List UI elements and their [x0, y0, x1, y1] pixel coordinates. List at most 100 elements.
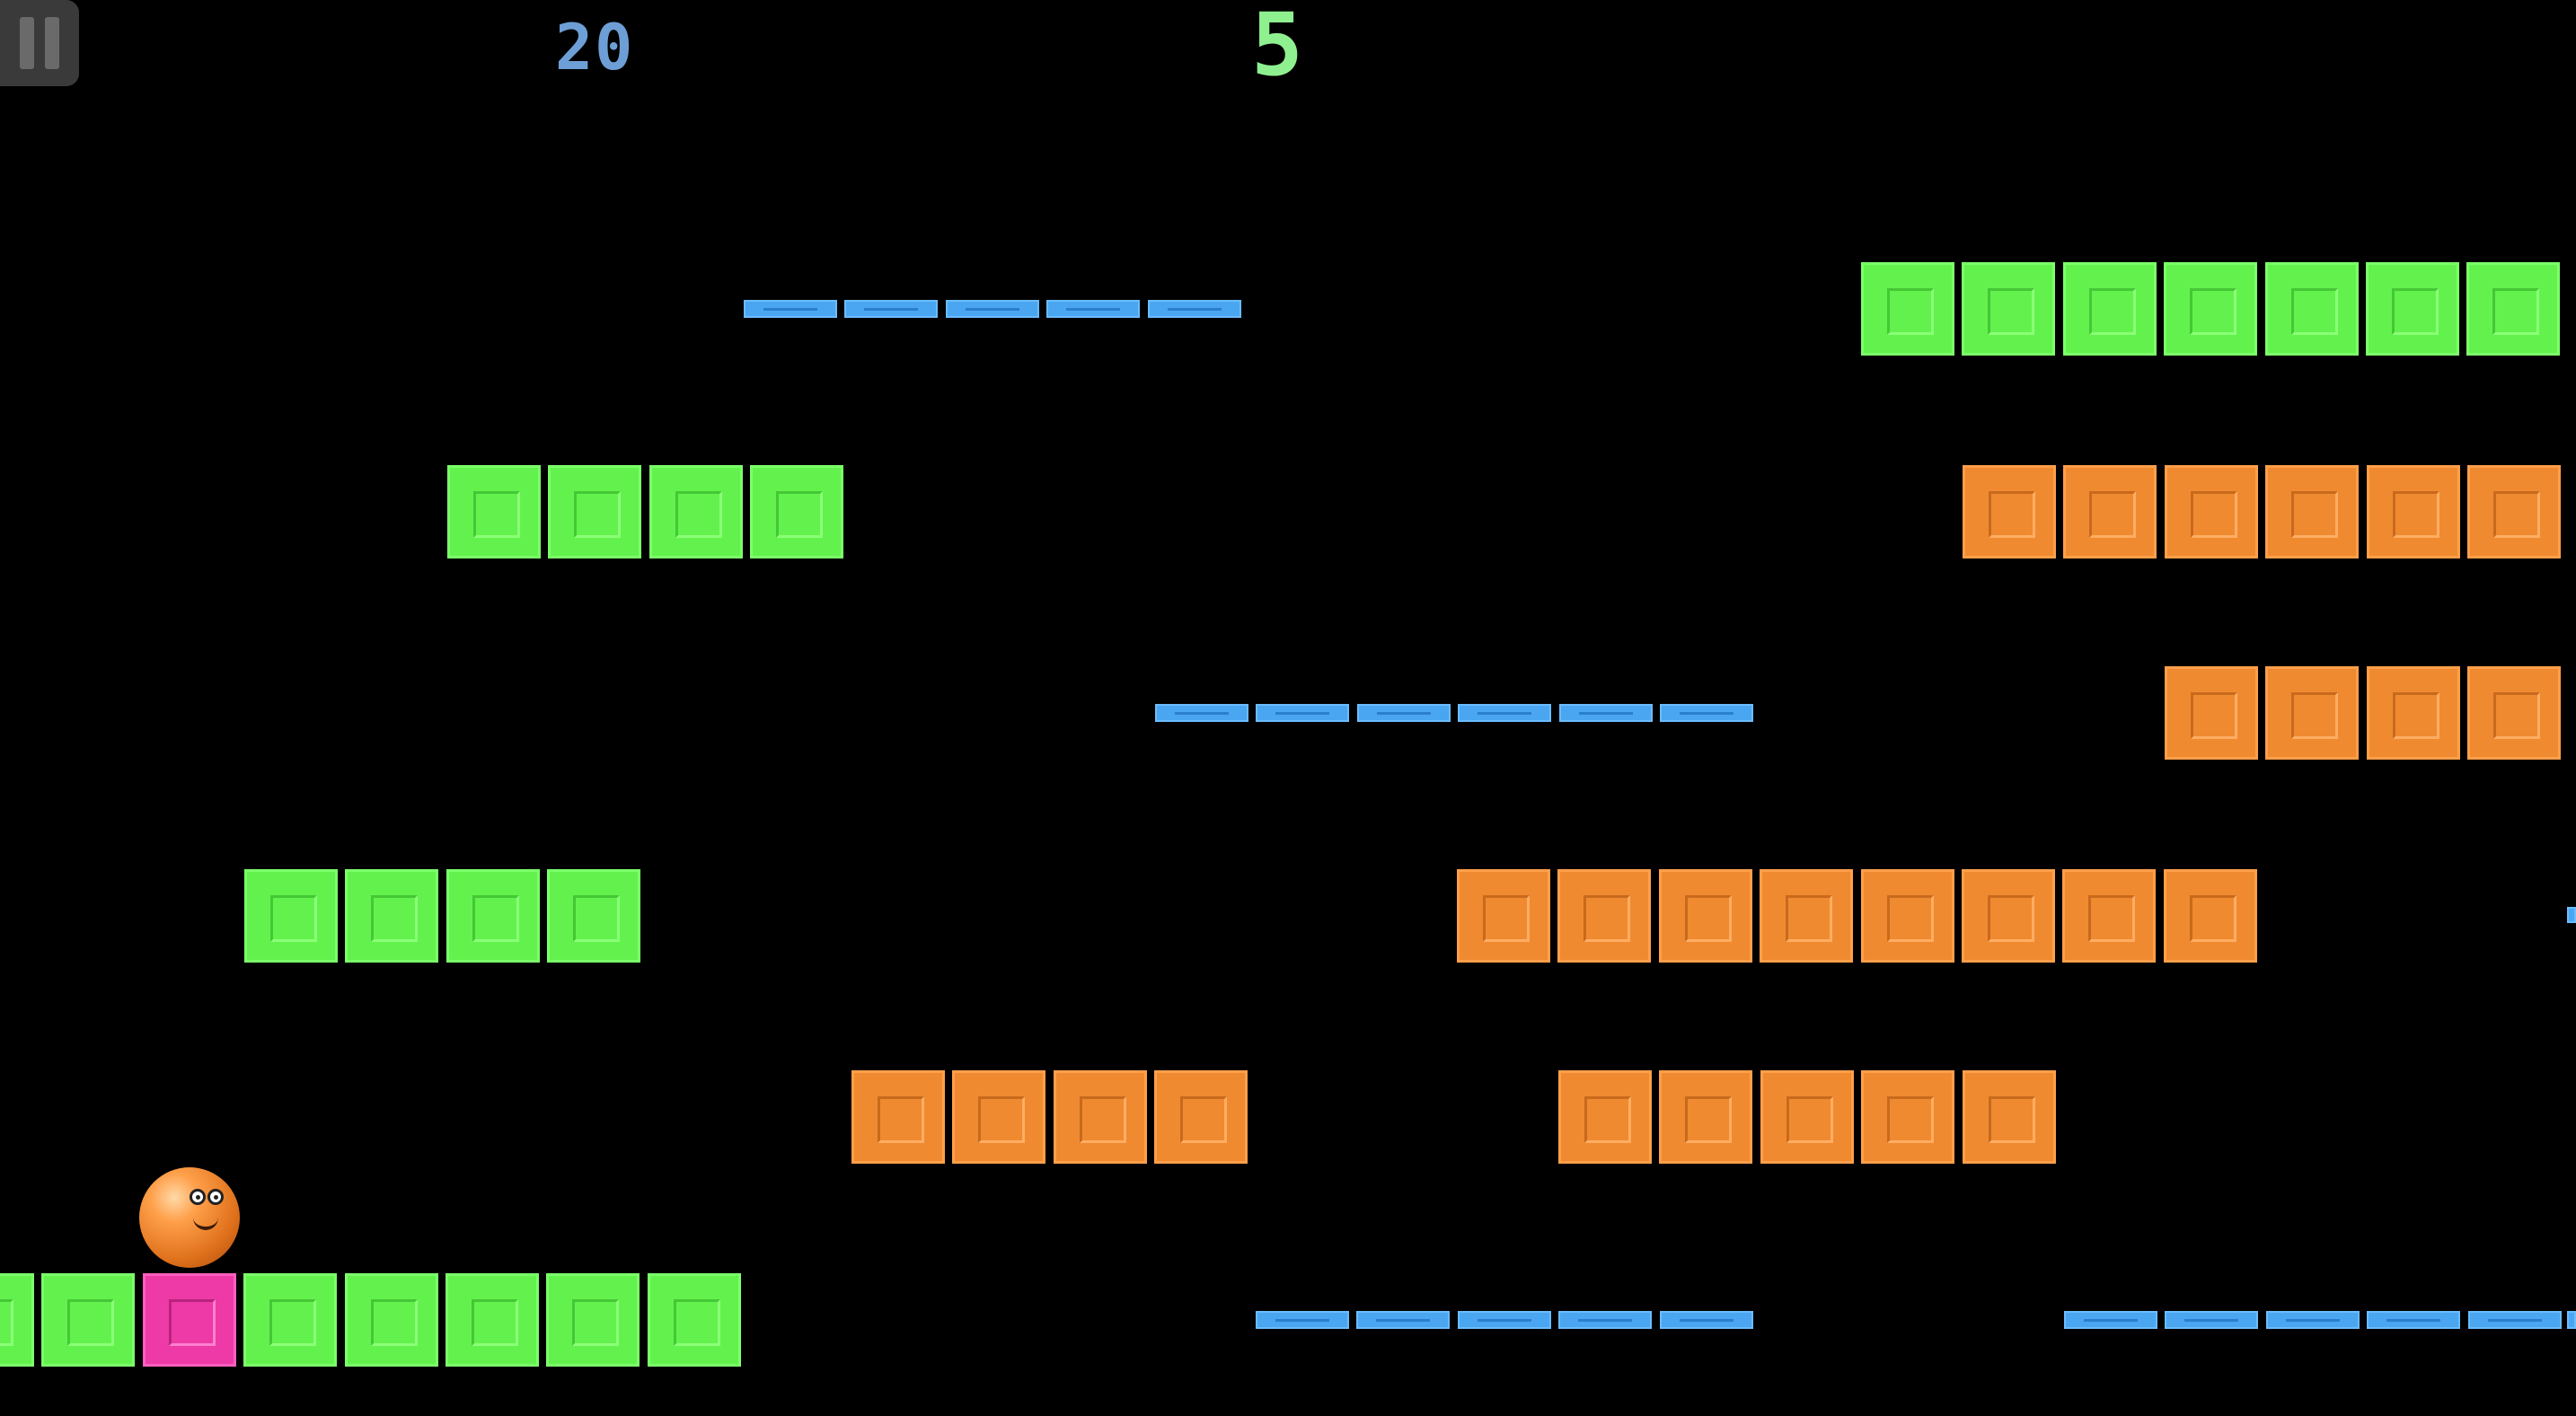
orange-block — [1457, 869, 1550, 963]
thin-platform-tile — [1256, 1311, 1349, 1329]
block-inner — [1887, 895, 1934, 942]
right-eye-icon — [207, 1189, 224, 1205]
thin-platform-tile — [2266, 1311, 2360, 1329]
orange-block — [2062, 869, 2156, 963]
block-inner — [1584, 1096, 1631, 1143]
player-ball — [139, 1167, 240, 1268]
green-block — [547, 869, 640, 963]
thin-platform-tile — [1559, 704, 1653, 722]
green-block — [2366, 262, 2459, 356]
orange-block — [1861, 869, 1954, 963]
thin-platform-tile — [744, 300, 837, 318]
block-inner — [371, 1299, 418, 1346]
orange-block — [1659, 1070, 1752, 1164]
block-inner — [2291, 288, 2338, 335]
orange-block — [2467, 465, 2561, 558]
orange-block — [851, 1070, 945, 1164]
green-block — [649, 465, 743, 558]
thin-platform-tile — [1357, 704, 1451, 722]
block-inner — [573, 895, 620, 942]
block-inner — [1988, 895, 2034, 942]
block-inner — [574, 491, 621, 538]
green-block — [2063, 262, 2157, 356]
orange-block — [2467, 666, 2561, 760]
green-block — [447, 465, 541, 558]
thin-platform-tile — [2064, 1311, 2157, 1329]
block-inner — [2291, 491, 2338, 538]
green-block — [345, 869, 438, 963]
block-inner — [1180, 1096, 1227, 1143]
pause-button[interactable] — [0, 0, 79, 86]
thin-platform-tile — [1558, 1311, 1652, 1329]
block-inner — [0, 1299, 13, 1346]
orange-block — [1963, 465, 2056, 558]
orange-block — [1962, 869, 2055, 963]
orange-block — [1760, 869, 1853, 963]
pause-icon — [20, 17, 34, 69]
block-inner — [2493, 692, 2540, 739]
green-block — [548, 465, 641, 558]
green-block — [2164, 262, 2257, 356]
block-inner — [67, 1299, 114, 1346]
score-counter: 20 — [555, 11, 635, 84]
orange-block — [2063, 465, 2157, 558]
green-block — [1962, 262, 2055, 356]
orange-block — [1861, 1070, 1954, 1164]
block-inner — [878, 1096, 924, 1143]
block-inner — [675, 491, 722, 538]
green-block — [243, 1273, 337, 1367]
block-inner — [1080, 1096, 1126, 1143]
block-inner — [572, 1299, 619, 1346]
orange-block — [2165, 666, 2258, 760]
block-inner — [1989, 491, 2035, 538]
green-block — [41, 1273, 135, 1367]
orange-block — [952, 1070, 1045, 1164]
green-block — [2466, 262, 2560, 356]
current-pink-block — [143, 1273, 236, 1367]
level-counter: 5 — [1251, 0, 1303, 95]
orange-block — [2367, 666, 2460, 760]
orange-block — [2265, 666, 2359, 760]
block-inner — [269, 1299, 316, 1346]
block-inner — [2191, 491, 2237, 538]
thin-platform-tile — [1046, 300, 1140, 318]
block-inner — [1786, 1096, 1833, 1143]
thin-platform-tile — [844, 300, 938, 318]
block-inner — [1786, 895, 1832, 942]
orange-block — [1760, 1070, 1854, 1164]
thin-platform-tile — [946, 300, 1039, 318]
block-inner — [2190, 288, 2236, 335]
block-inner — [1887, 288, 1934, 335]
green-block — [0, 1273, 34, 1367]
orange-block — [1054, 1070, 1147, 1164]
orange-block — [2165, 465, 2258, 558]
block-inner — [2492, 288, 2539, 335]
block-inner — [674, 1299, 720, 1346]
orange-block — [1963, 1070, 2056, 1164]
block-inner — [1483, 895, 1530, 942]
block-inner — [2089, 491, 2136, 538]
orange-block — [2164, 869, 2257, 963]
green-block — [446, 869, 540, 963]
block-inner — [978, 1096, 1025, 1143]
orange-block — [1557, 869, 1651, 963]
orange-block — [2265, 465, 2359, 558]
block-inner — [2393, 491, 2439, 538]
thin-platform-tile — [1155, 704, 1248, 722]
thin-platform-tile — [1148, 300, 1241, 318]
block-inner — [1989, 1096, 2035, 1143]
thin-platform-tile — [1356, 1311, 1450, 1329]
thin-platform-tile — [2468, 1311, 2562, 1329]
block-inner — [2291, 692, 2338, 739]
block-inner — [776, 491, 823, 538]
green-block — [648, 1273, 741, 1367]
block-inner — [1887, 1096, 1934, 1143]
mouth-icon — [193, 1214, 218, 1230]
orange-block — [1659, 869, 1752, 963]
thin-platform-tile — [1660, 1311, 1753, 1329]
thin-platform-tile — [1458, 1311, 1551, 1329]
green-block — [1861, 262, 1954, 356]
block-inner — [2493, 491, 2540, 538]
thin-platform-tile — [1256, 704, 1349, 722]
